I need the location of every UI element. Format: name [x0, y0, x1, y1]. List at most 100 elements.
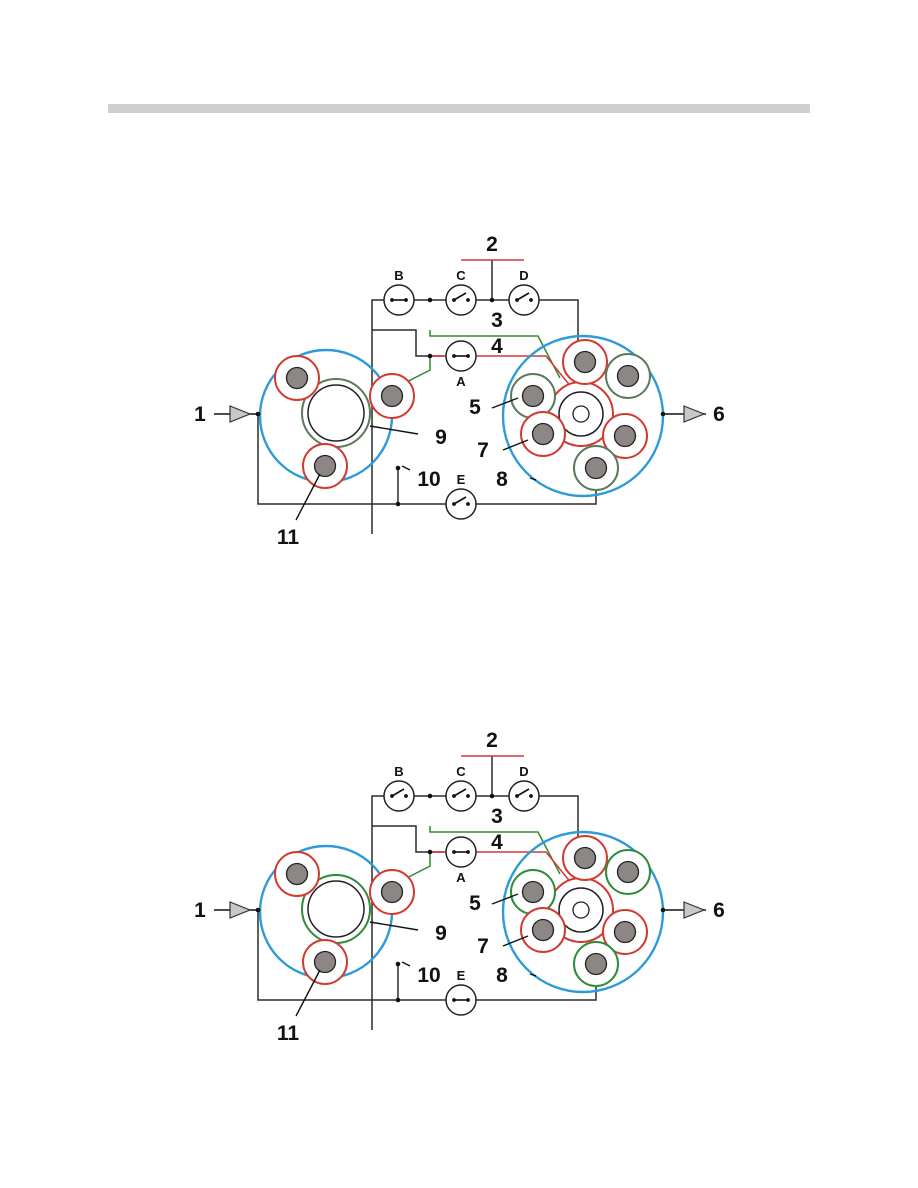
callout-3: 3	[491, 805, 503, 828]
valve-body	[445, 488, 477, 520]
leader-8	[529, 973, 537, 977]
port-bore	[613, 920, 637, 944]
port-bore	[380, 384, 404, 408]
callout-11: 11	[277, 1022, 300, 1045]
port-bore	[613, 424, 637, 448]
valve-d: D	[508, 764, 540, 812]
header-bar	[108, 104, 810, 113]
right-port-top-right	[605, 849, 651, 895]
right-port-lower-left	[520, 907, 566, 953]
callout-2: 2	[486, 729, 498, 752]
callout-11: 11	[277, 526, 300, 549]
valve-c: C	[445, 268, 477, 316]
port-bore	[521, 880, 545, 904]
right-port-top-right	[605, 353, 651, 399]
callout-1: 1	[194, 403, 206, 426]
valve-a: A	[445, 836, 477, 885]
callout-7: 7	[477, 935, 489, 958]
leader-11	[295, 473, 321, 521]
junction-dot	[427, 793, 433, 799]
callout-3: 3	[491, 309, 503, 332]
outlet-arrow-icon	[683, 405, 706, 423]
valve-label-a: A	[456, 870, 466, 885]
central-bore	[307, 384, 365, 442]
left-port-right	[369, 373, 415, 419]
valve-e: E	[445, 472, 477, 520]
port-bore	[531, 422, 555, 446]
callout-1: 1	[194, 899, 206, 922]
leader-7	[502, 439, 529, 451]
port-bore	[573, 846, 597, 870]
leader-9	[369, 921, 419, 931]
port-bore	[584, 456, 608, 480]
callout-10: 10	[417, 468, 440, 491]
valve-switch-open	[516, 292, 530, 301]
junction-dot	[427, 849, 433, 855]
junction-dot	[395, 961, 401, 967]
valve-label-e: E	[457, 472, 466, 487]
valve-body	[445, 780, 477, 812]
left-port-top	[274, 851, 320, 897]
signal-line-green	[429, 826, 561, 875]
spool-center	[572, 901, 590, 919]
junction-dot	[489, 793, 495, 799]
valve-body	[383, 780, 415, 812]
right-port-top	[562, 339, 608, 385]
left-port-bottom	[302, 939, 348, 985]
callout-5: 5	[469, 892, 481, 915]
valve-body	[508, 284, 540, 316]
valve-b: B	[383, 764, 415, 812]
port-bore	[285, 862, 309, 886]
junction-dot	[395, 465, 401, 471]
valve-switch-open	[516, 788, 530, 797]
port-bore	[285, 366, 309, 390]
port-bore	[313, 950, 337, 974]
right-port-lower-right	[602, 413, 648, 459]
callout-8: 8	[496, 468, 508, 491]
pilot-line-b-a	[372, 825, 444, 853]
valve-label-d: D	[519, 764, 528, 779]
valve-switch-open	[391, 788, 405, 797]
valve-switch-open	[453, 496, 467, 505]
right-port-lower-right	[602, 909, 648, 955]
leader-5	[491, 893, 519, 905]
valve-contact	[466, 794, 470, 798]
valve-contact	[529, 794, 533, 798]
signal-line-green	[429, 330, 561, 379]
right-port-bottom	[573, 445, 619, 491]
valve-e: E	[445, 968, 477, 1016]
valve-label-b: B	[394, 268, 403, 283]
valve-body	[508, 780, 540, 812]
leader-10	[401, 465, 411, 471]
port-bore	[584, 952, 608, 976]
port-bore	[521, 384, 545, 408]
callout-4: 4	[491, 831, 503, 854]
right-port-bottom	[573, 941, 619, 987]
right-port-lower-left	[520, 411, 566, 457]
valve-label-b: B	[394, 764, 403, 779]
valve-body	[445, 284, 477, 316]
valve-contact	[529, 298, 533, 302]
junction-dot	[427, 297, 433, 303]
port-bore	[616, 860, 640, 884]
inlet-arrow-icon	[229, 405, 252, 423]
valve-c: C	[445, 764, 477, 812]
port-bore	[380, 880, 404, 904]
callout-5: 5	[469, 396, 481, 419]
valve-switch-open	[453, 788, 467, 797]
leader-11	[295, 969, 321, 1017]
junction-dot	[395, 997, 401, 1003]
leader-7	[502, 935, 529, 947]
valve-label-a: A	[456, 374, 466, 389]
port-bore	[616, 364, 640, 388]
leader-5	[491, 397, 519, 409]
valve-contact	[466, 502, 470, 506]
callout-9: 9	[435, 922, 447, 945]
valve-label-e: E	[457, 968, 466, 983]
left-port-top	[274, 355, 320, 401]
valve-b: B	[383, 268, 415, 316]
port-bore	[531, 918, 555, 942]
valve-label-c: C	[456, 764, 466, 779]
